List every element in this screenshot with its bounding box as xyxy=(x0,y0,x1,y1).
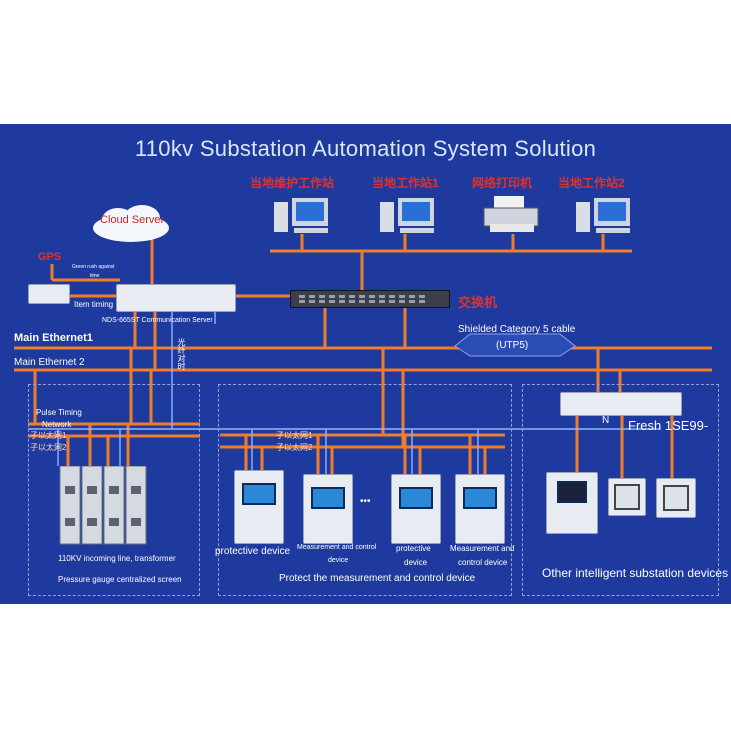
measurement-control-device-2 xyxy=(455,474,505,544)
green-rush-label-1: Green rush against xyxy=(72,264,115,270)
protocol-converter xyxy=(560,392,682,416)
workstation-maintenance xyxy=(272,196,332,236)
timing-signal-wires xyxy=(28,310,660,474)
network-printer xyxy=(480,194,546,236)
fresh-code: Fresh 1SE99- xyxy=(628,418,709,433)
sub-ethernet-mid-2: 子以太网2 xyxy=(276,443,313,452)
wiring-layer xyxy=(14,234,712,478)
main-ethernet-1-label: Main Ethernet1 xyxy=(14,332,93,344)
switchgear-cabinets xyxy=(59,466,147,545)
protective-device-2-label-2: device xyxy=(404,558,428,567)
sub-ethernet-left-2: 子以太网2 xyxy=(30,443,67,452)
workstation-label-2: 当地工作站2 xyxy=(558,176,625,190)
workstation-2 xyxy=(574,196,634,236)
comm-server-label: NDS-665ST Communication Server xyxy=(102,317,213,324)
workstation-1 xyxy=(378,196,438,236)
measurement-control-1-label-1: Measurement and control xyxy=(297,544,377,551)
shielded-cable-label-1: Shielded Category 5 cable xyxy=(458,324,576,335)
middle-caption: Protect the measurement and control devi… xyxy=(279,573,476,584)
ethernet-switch xyxy=(290,290,450,308)
region-left xyxy=(28,384,200,596)
protective-device-2-label-1: protective xyxy=(396,544,431,553)
cloud-icon xyxy=(93,205,169,242)
intelligent-device-2 xyxy=(608,478,646,516)
switch-ports xyxy=(299,295,425,303)
measurement-control-2-label-2: control device xyxy=(458,558,508,567)
green-rush-label-2: time xyxy=(90,273,100,279)
diagram-board: 110kv Substation Automation System Solut… xyxy=(0,124,731,604)
protective-device-2 xyxy=(391,474,441,544)
left-caption-2: Pressure gauge centralized screen xyxy=(58,575,182,584)
printer-label: 网络打印机 xyxy=(472,176,533,190)
sub-ethernet-mid-1: 子以太网1 xyxy=(276,431,313,440)
ellipsis: ••• xyxy=(360,496,371,507)
ns-code: N xyxy=(602,415,610,426)
workstation-icon xyxy=(274,198,328,233)
communication-server xyxy=(116,284,236,312)
workstation-label-1: 当地工作站1 xyxy=(372,176,439,190)
workstation-label-maintenance: 当地维护工作站 xyxy=(250,176,335,190)
cable-callout xyxy=(454,333,576,357)
gps-device xyxy=(28,284,70,304)
measurement-control-2-label-1: Measurement and xyxy=(450,544,515,553)
switch-label: 交换机 xyxy=(458,295,498,310)
intelligent-device-1 xyxy=(546,472,598,534)
region-right xyxy=(522,384,719,596)
measurement-control-device-1 xyxy=(303,474,353,544)
measurement-control-1-label-2: device xyxy=(328,557,349,564)
shielded-cable-label-2: (UTP5) xyxy=(496,340,529,351)
right-caption: Other intelligent substation devices xyxy=(542,566,729,580)
sub-ethernet-left-1: 子以太网1 xyxy=(30,431,67,440)
workstation-icon xyxy=(576,198,630,233)
ethernet-wires xyxy=(14,234,712,478)
workstation-icon xyxy=(380,198,434,233)
region-middle xyxy=(218,384,512,596)
printer-icon xyxy=(483,196,539,232)
intelligent-device-3 xyxy=(656,478,696,518)
pulse-timing-label-1: Pulse Timing xyxy=(36,408,82,417)
main-ethernet-2-label: Main Ethernet 2 xyxy=(14,357,85,368)
protective-device-1 xyxy=(234,470,284,544)
pulse-timing-label-2: Network xyxy=(42,420,72,429)
item-timing-label: Item timing xyxy=(74,300,114,309)
fiber-timing-label: 光纤对时 xyxy=(177,338,186,370)
diagram-title: 110kv Substation Automation System Solut… xyxy=(134,136,597,161)
protective-device-1-label: protective device xyxy=(215,546,291,557)
cloud-server-label: Cloud Server xyxy=(100,214,165,226)
left-caption-1: 110KV incoming line, transformer xyxy=(58,554,176,563)
gps-label: GPS xyxy=(38,251,62,263)
